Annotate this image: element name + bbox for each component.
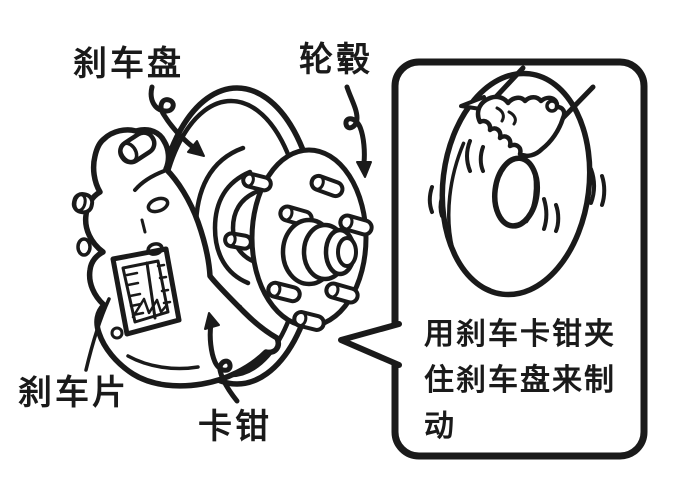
vibration-marks xyxy=(427,139,607,233)
hub-center-cylinder xyxy=(280,217,358,287)
brake-pad-window xyxy=(110,246,182,337)
callout-text-line2: 住刹车盘来制 xyxy=(424,364,616,397)
callout-tail xyxy=(338,321,402,368)
label-brake-disc: 刹车盘 xyxy=(73,45,184,83)
hand-drawing xyxy=(459,65,596,159)
arrow-brake-disc xyxy=(148,84,205,157)
callout-text-line1: 用刹车卡钳夹 xyxy=(424,318,616,351)
callout-text-line3: 动 xyxy=(424,410,456,443)
label-caliper: 卡钳 xyxy=(198,408,272,446)
label-brake-pad: 刹车片 xyxy=(18,374,129,412)
lug-bolts xyxy=(223,171,374,332)
caliper-drawing xyxy=(71,127,281,389)
arrow-caliper xyxy=(204,312,240,404)
callout-text: 用刹车卡钳夹 住刹车盘来制 动 xyxy=(424,312,632,450)
caliper-left-nub xyxy=(71,192,95,215)
caliper-top-bolt xyxy=(118,130,157,165)
label-wheel-hub: 轮毂 xyxy=(299,41,373,79)
leader-brake-pad xyxy=(84,297,111,372)
arrow-wheel-hub xyxy=(343,84,372,178)
callout-bubble xyxy=(338,58,648,460)
